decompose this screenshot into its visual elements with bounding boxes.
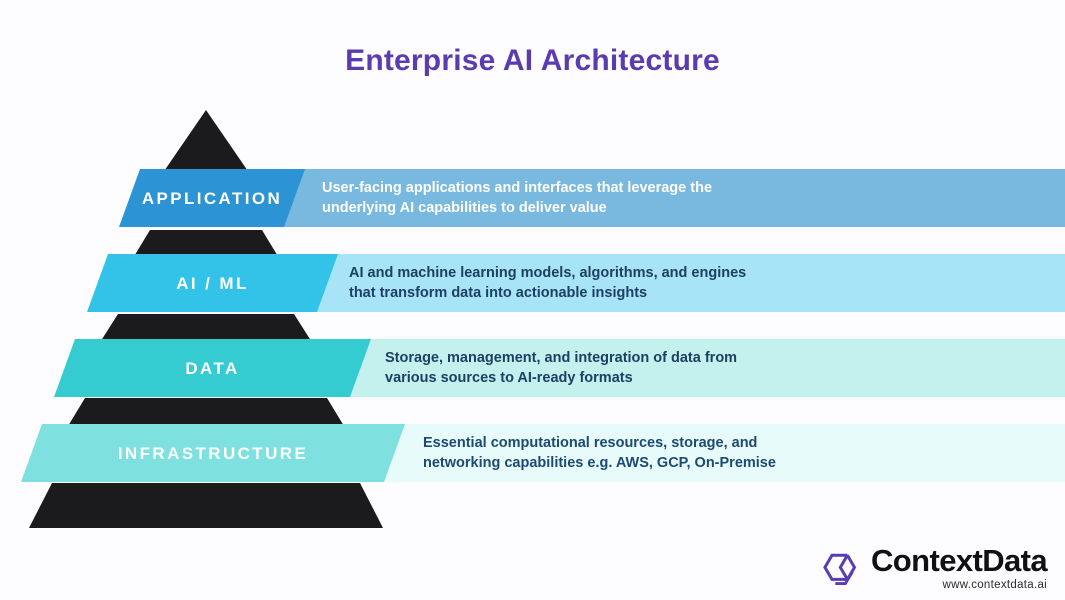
layer-application-description: User-facing applications and interfaces … xyxy=(322,180,713,216)
layer-data-description: Storage, management, and integration of … xyxy=(385,350,738,386)
pyramid-segment-3 xyxy=(65,398,347,431)
layer-data-label: DATA xyxy=(185,359,240,378)
layer-application[interactable] xyxy=(119,169,1065,227)
layer-infrastructure[interactable] xyxy=(21,424,1065,482)
logo-wordmark: ContextData xyxy=(871,543,1048,578)
layer-ai-ml-label: AI / ML xyxy=(176,274,249,293)
pyramid-tip xyxy=(160,110,252,177)
pyramid-base xyxy=(29,483,383,528)
layer-ai-ml-description: AI and machine learning models, algorith… xyxy=(349,265,747,301)
layer-application-panel xyxy=(284,169,1065,227)
layer-application-label: APPLICATION xyxy=(141,189,283,208)
logo-url: www.contextdata.ai xyxy=(942,579,1047,591)
brand-logo[interactable]: ContextData www.contextdata.ai xyxy=(822,543,1048,592)
pyramid-segment-2 xyxy=(97,314,315,347)
contextdata-hexagon-icon xyxy=(823,553,857,585)
layer-data-band xyxy=(54,339,371,397)
layer-infrastructure-band xyxy=(21,424,405,482)
layer-ai-ml-band xyxy=(87,254,338,312)
layer-infrastructure-description: Essential computational resources, stora… xyxy=(423,435,776,471)
layer-data[interactable] xyxy=(54,339,1065,397)
page-title: Enterprise AI Architecture xyxy=(345,44,720,77)
layer-ai-ml-panel xyxy=(317,254,1065,312)
logo-text-group: ContextData www.contextdata.ai xyxy=(871,543,1048,592)
layer-application-band xyxy=(119,169,305,227)
layer-infrastructure-label: INFRASTRUCTURE xyxy=(117,444,309,463)
layer-data-panel xyxy=(350,339,1065,397)
layer-infrastructure-panel xyxy=(384,424,1065,482)
layer-ai-ml[interactable] xyxy=(87,254,1065,312)
